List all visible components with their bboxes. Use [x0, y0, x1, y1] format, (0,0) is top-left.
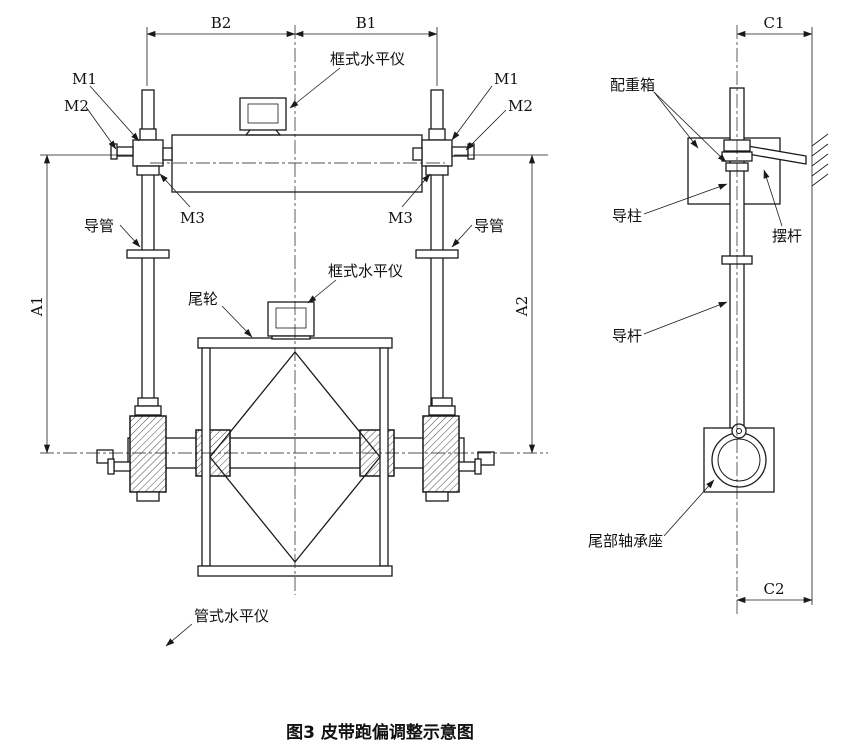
leader-lines — [85, 67, 783, 647]
label-guide-tube-right: 导管 — [474, 217, 504, 235]
label-frame-level-top: 框式水平仪 — [330, 50, 405, 68]
label-m2-left: M2 — [64, 97, 89, 115]
guide-tube-right-part — [412, 89, 482, 502]
dim-b1: B1 — [356, 14, 377, 32]
tail-bearing-seat-part — [703, 423, 775, 493]
center-lines — [40, 25, 738, 615]
label-guide-tube-left: 导管 — [84, 217, 114, 235]
label-guide-post: 导柱 — [612, 207, 642, 225]
tube-level-hose — [96, 449, 495, 663]
guide-tube-left-part — [107, 89, 173, 502]
label-guide-rod: 导杆 — [612, 327, 642, 345]
label-tail-bearing-seat: 尾部轴承座 — [588, 532, 663, 550]
label-frame-level-mid: 框式水平仪 — [328, 262, 403, 280]
front-view — [96, 89, 495, 663]
part-labels: M1 M2 M3 M1 M2 M3 导管 导管 框式水平仪 框式水平仪 尾轮 管… — [64, 50, 802, 625]
label-counterweight-box: 配重箱 — [610, 76, 655, 94]
label-tail-wheel: 尾轮 — [188, 290, 218, 308]
dim-a1: A1 — [28, 296, 46, 317]
dimension-lines: B2 B1 C1 C2 A1 A2 — [28, 14, 813, 604]
label-swing-rod: 摆杆 — [772, 227, 802, 245]
top-roller — [171, 134, 423, 193]
frame-level-top-device — [239, 97, 287, 136]
dim-a2: A2 — [513, 296, 531, 317]
frame-level-mid-device — [267, 301, 315, 340]
figure-caption: 图3 皮带跑偏调整示意图 — [286, 723, 474, 743]
label-m3-right: M3 — [388, 209, 413, 227]
label-m1-left: M1 — [72, 70, 97, 88]
side-view — [687, 40, 829, 605]
dim-c1: C1 — [763, 14, 784, 32]
dim-b2: B2 — [211, 14, 232, 32]
label-m3-left: M3 — [180, 209, 205, 227]
dim-c2: C2 — [763, 580, 784, 598]
label-m2-right: M2 — [508, 97, 533, 115]
support-wall — [811, 40, 829, 605]
label-m1-right: M1 — [494, 70, 519, 88]
label-tube-level: 管式水平仪 — [194, 607, 269, 625]
